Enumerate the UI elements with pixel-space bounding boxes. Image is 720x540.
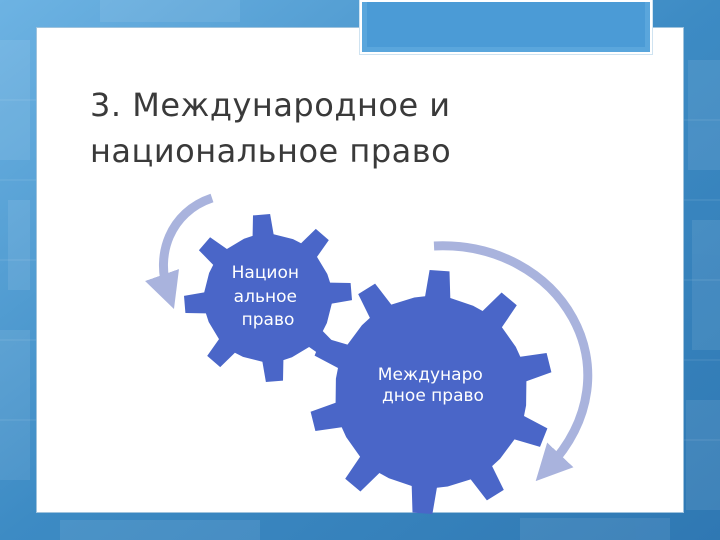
international-label-line-1: Междунаро bbox=[378, 365, 483, 385]
accent-box-fill bbox=[367, 2, 645, 47]
gear-international-label: Междунаро дное право bbox=[378, 365, 488, 406]
gear-national-label: Национ альное право bbox=[232, 263, 305, 330]
gear-international-law bbox=[310, 270, 552, 514]
accent-box bbox=[359, 0, 653, 55]
title-line-1: 3. Международное и bbox=[90, 86, 451, 124]
gear-national-law bbox=[184, 214, 352, 382]
national-label-line-1: Национ bbox=[232, 263, 299, 283]
title-line-2: национальное право bbox=[90, 132, 452, 170]
national-label-line-2: альное bbox=[234, 287, 297, 307]
international-label-line-2: дное право bbox=[382, 386, 484, 406]
counterclockwise-arrow bbox=[145, 193, 214, 309]
slide-title: 3. Международное и национальное право bbox=[90, 82, 650, 174]
clockwise-arrow bbox=[433, 241, 593, 482]
national-label-line-3: право bbox=[242, 310, 295, 330]
